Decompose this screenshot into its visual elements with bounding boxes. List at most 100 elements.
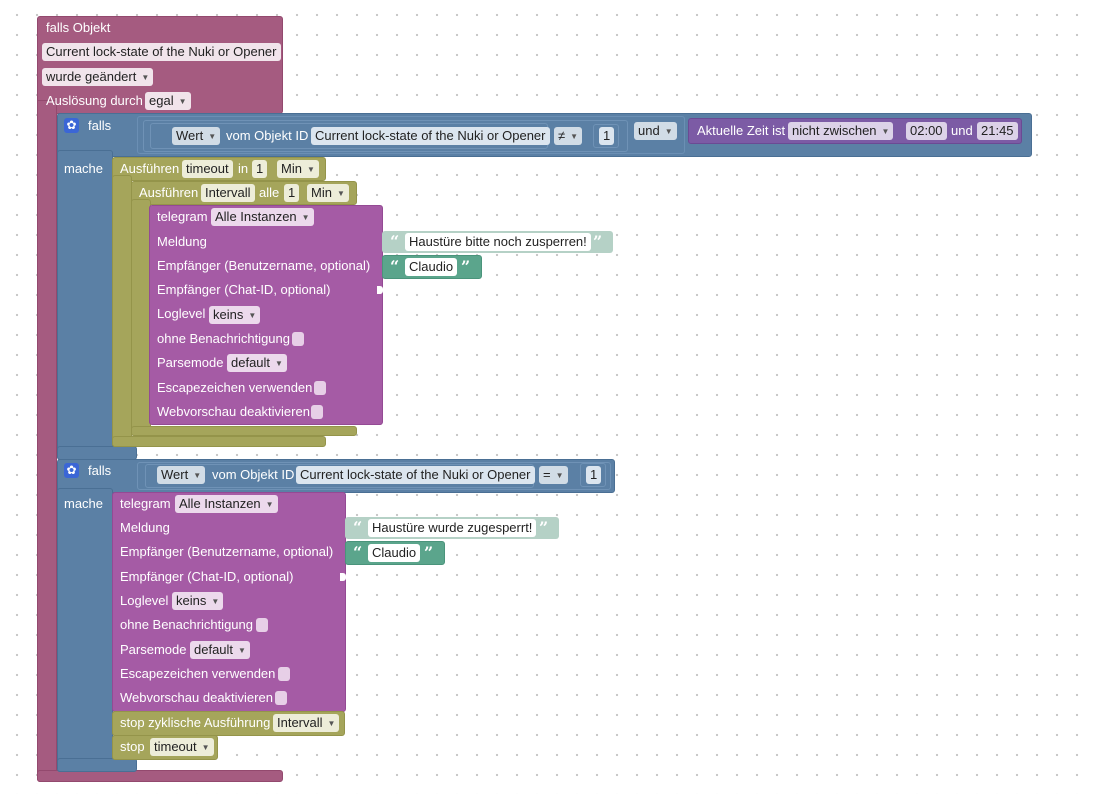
interval-alle-label: alle: [259, 185, 280, 200]
trigger-change-dropdown[interactable]: wurde geändert▼: [42, 68, 154, 86]
stop-interval-dropdown[interactable]: Intervall▼: [273, 714, 340, 732]
trigger-object-field[interactable]: Current lock-state of the Nuki or Opener: [42, 43, 281, 61]
trigger-by-label: Auslösung durch: [46, 93, 143, 108]
tg2-meldung-label: Meldung: [120, 520, 170, 535]
gear-icon[interactable]: ✿: [64, 463, 79, 478]
time-mode-dropdown[interactable]: nicht zwischen▼: [788, 122, 894, 140]
quote-close-icon: ”: [461, 257, 471, 276]
tg2-instance-text: Alle Instanzen: [179, 496, 261, 511]
if2-mache-label: mache: [64, 496, 104, 511]
tg1-loglevel-dropdown[interactable]: keins▼: [209, 306, 261, 324]
chevron-down-icon: ▼: [238, 646, 246, 655]
if1-und-dropdown[interactable]: und ▼: [634, 122, 677, 140]
tg1-instance-dropdown[interactable]: Alle Instanzen ▼: [211, 208, 314, 226]
telegram-block-1[interactable]: [149, 205, 383, 425]
if2-from-label: vom Objekt ID: [212, 467, 295, 482]
time-und-label: und: [951, 123, 973, 138]
tg1-parsemode-dropdown[interactable]: default ▼: [227, 354, 287, 372]
chevron-down-icon: ▼: [336, 189, 345, 198]
if1-number-field[interactable]: 1: [599, 127, 615, 145]
tg1-loglevel-text: keins: [213, 307, 244, 322]
if-block-1-spine: [57, 150, 113, 460]
tg1-meldung-field[interactable]: Haustüre bitte noch zusperren!: [405, 233, 591, 251]
trigger-block-bottom: [37, 770, 283, 782]
quote-close-icon: ”: [593, 232, 603, 251]
tg1-ohne-checkbox[interactable]: [292, 332, 304, 346]
stop-timeout-dropdown[interactable]: timeout▼: [150, 738, 214, 756]
chevron-down-icon: ▼: [141, 73, 150, 82]
timeout-num-field[interactable]: 1: [252, 160, 268, 178]
tg1-meldung-label: Meldung: [157, 234, 207, 249]
if-block-2-bottom: [57, 758, 137, 772]
tg2-loglevel-text: keins: [176, 593, 207, 608]
interval-unit-dropdown[interactable]: Min ▼: [307, 184, 349, 202]
tg2-loglevel-dropdown[interactable]: keins ▼: [172, 592, 224, 610]
chevron-down-icon: ▼: [301, 213, 310, 222]
tg2-loglevel-label: Loglevel: [120, 593, 169, 608]
tg2-escape-checkbox[interactable]: [278, 667, 290, 681]
tg1-ohne-label: ohne Benachrichtigung: [157, 331, 290, 346]
quote-close-icon: ”: [424, 543, 434, 562]
quote-open-icon: “: [390, 257, 400, 276]
chevron-down-icon: ▼: [306, 165, 315, 174]
interval-block-bottom: [131, 426, 357, 436]
chevron-down-icon: ▼: [555, 471, 564, 480]
timeout-unit-dropdown[interactable]: Min▼: [277, 160, 319, 178]
if1-value-dropdown[interactable]: Wert▼: [172, 127, 221, 145]
chevron-down-icon: ▼: [570, 132, 579, 141]
chevron-down-icon: ▼: [178, 97, 187, 106]
tg2-ohne-label: ohne Benachrichtigung: [120, 617, 253, 632]
tg1-loglevel-label: Loglevel: [157, 306, 206, 321]
tg2-empf-user-label: Empfänger (Benutzername, optional): [120, 544, 334, 559]
interval-label: Ausführen: [139, 185, 199, 200]
tg2-webvorschau-checkbox[interactable]: [275, 691, 287, 705]
tg2-user-field[interactable]: Claudio: [368, 544, 421, 562]
if2-operator-dropdown[interactable]: =▼: [539, 466, 568, 484]
stop-timeout-text: timeout: [154, 739, 197, 754]
if1-operator-dropdown[interactable]: ≠▼: [554, 127, 583, 145]
if2-object-field[interactable]: Current lock-state of the Nuki or Opener: [296, 466, 535, 484]
trigger-by-dropdown[interactable]: egal ▼: [145, 92, 191, 110]
if1-operator-text: ≠: [558, 128, 566, 143]
tg2-ohne-checkbox[interactable]: [256, 618, 268, 632]
if2-number-field[interactable]: 1: [586, 466, 602, 484]
if-block-1-bottom: [57, 446, 137, 460]
gear-icon[interactable]: ✿: [64, 118, 79, 133]
tg1-empf-chat-label: Empfänger (Chat-ID, optional): [157, 282, 331, 297]
tg2-chat-input-socket[interactable]: [340, 573, 346, 581]
chevron-down-icon: ▼: [664, 127, 673, 136]
if1-from-label: vom Objekt ID: [226, 128, 309, 143]
tg1-webvorschau-checkbox[interactable]: [311, 405, 323, 419]
tg2-escape-label: Escapezeichen verwenden: [120, 666, 276, 681]
chevron-down-icon: ▼: [211, 597, 220, 606]
if1-object-field[interactable]: Current lock-state of the Nuki or Opener: [311, 127, 550, 145]
trigger-by-value: egal: [149, 93, 174, 108]
tg2-instance-dropdown[interactable]: Alle Instanzen▼: [175, 495, 278, 513]
tg1-chat-input-socket[interactable]: [377, 286, 383, 294]
tg1-instance-text: Alle Instanzen: [215, 209, 297, 224]
if1-falls-label: falls: [88, 118, 112, 133]
chevron-down-icon: ▼: [275, 359, 283, 368]
time-to-field[interactable]: 21:45: [977, 122, 1018, 140]
tg1-parsemode-text: default: [231, 355, 271, 370]
tg2-parsemode-label: Parsemode: [120, 642, 187, 657]
telegram-block-2[interactable]: [112, 492, 346, 712]
tg1-webvorschau-label: Webvorschau deaktivieren: [157, 404, 310, 419]
quote-open-icon: “: [390, 232, 400, 251]
interval-name-field[interactable]: Intervall: [201, 184, 255, 202]
interval-unit-text: Min: [311, 185, 332, 200]
timeout-name-field[interactable]: timeout: [182, 160, 233, 178]
quote-open-icon: “: [353, 518, 363, 537]
tg1-escape-checkbox[interactable]: [314, 381, 326, 395]
interval-num-field[interactable]: 1: [284, 184, 300, 202]
timeout-label: Ausführen: [120, 161, 180, 176]
stop-interval-text: Intervall: [277, 715, 323, 730]
tg2-meldung-field[interactable]: Haustüre wurde zugesperrt!: [368, 519, 537, 537]
time-from-field[interactable]: 02:00: [906, 122, 947, 140]
tg2-label: telegram: [120, 496, 171, 511]
tg2-parsemode-dropdown[interactable]: default ▼: [190, 641, 250, 659]
if1-und-text: und: [638, 123, 660, 138]
if2-value-dropdown[interactable]: Wert▼: [157, 466, 206, 484]
tg1-user-field[interactable]: Claudio: [405, 258, 458, 276]
tg2-parsemode-text: default: [194, 642, 234, 657]
